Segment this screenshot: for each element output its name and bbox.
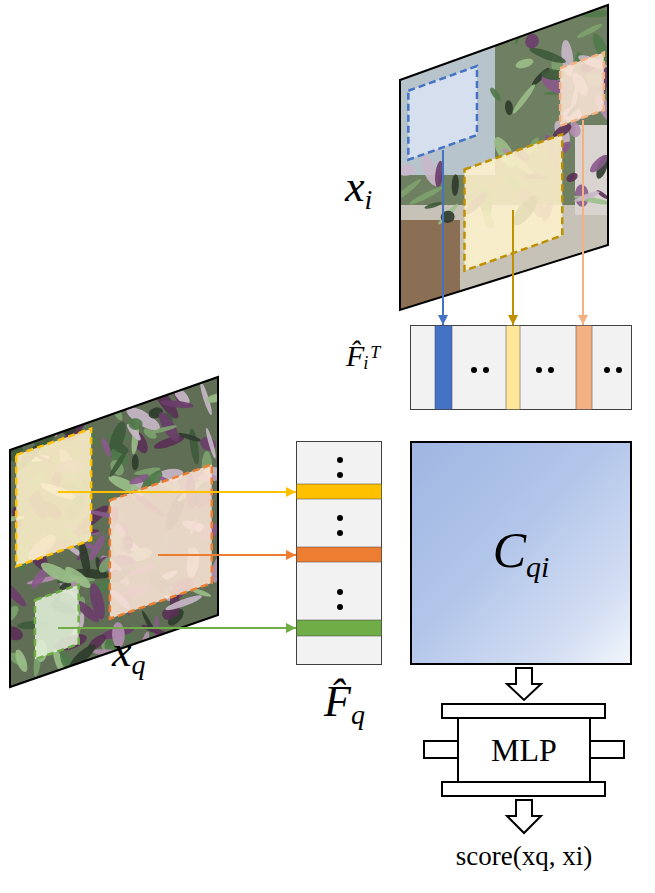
image-label: xi: [345, 165, 372, 214]
image-outline: [10, 377, 218, 687]
mlp-block: MLP: [423, 703, 625, 797]
block-label: MLP: [491, 734, 557, 766]
output-label: score(xq, xi): [456, 843, 592, 870]
ellipsis-dot: [337, 530, 343, 536]
image-patch: [408, 66, 477, 160]
image-panel: xi: [400, 5, 608, 310]
ellipsis-dot: [337, 515, 343, 521]
image-label: xq: [112, 630, 146, 679]
correlation-matrix: Cqi: [410, 441, 632, 665]
feature-arrow: [58, 491, 296, 493]
node-outline: [410, 325, 632, 410]
ellipsis-dot: [337, 604, 343, 610]
block-arrow: [507, 668, 541, 700]
feature-arrow: [158, 554, 296, 556]
feature-row: [297, 547, 382, 562]
feature-column: [576, 326, 592, 410]
node-outline: [400, 5, 608, 310]
ellipsis-dot: [471, 367, 477, 373]
feature-row: [297, 484, 382, 499]
feature-arrow: [582, 120, 584, 325]
ellipsis-dot: [483, 367, 489, 373]
feature-matrix: F̂ᵢᵀ: [410, 325, 632, 410]
ellipsis-dot: [536, 367, 542, 373]
photo: [0, 361, 226, 701]
ellipsis-dot: [604, 367, 610, 373]
image-patch: [16, 429, 91, 567]
feature-column: [435, 326, 452, 410]
matrix-label: Cqi: [493, 525, 550, 582]
ellipsis-dot: [337, 589, 343, 595]
ellipsis-dot: [548, 367, 554, 373]
image-patch: [464, 134, 562, 270]
photo: [391, 0, 622, 315]
block-arrow: [507, 800, 541, 833]
feature-arrow: [58, 627, 296, 629]
image-patch: [110, 465, 212, 619]
image-patch: [560, 53, 604, 126]
image-outline: [400, 5, 608, 310]
matrix-label: F̂q: [324, 680, 365, 729]
ellipsis-dot: [616, 367, 622, 373]
feature-arrow: [512, 210, 514, 325]
image-patch: [35, 585, 79, 660]
feature-row: [297, 620, 382, 636]
feature-column: [506, 326, 520, 410]
ellipsis-dot: [337, 472, 343, 478]
matrix-label: F̂ᵢᵀ: [346, 341, 381, 371]
node-outline: [296, 441, 382, 665]
feature-arrow: [442, 150, 444, 325]
ellipsis-dot: [337, 457, 343, 463]
feature-matrix: F̂q: [296, 441, 382, 665]
image-panel: xq: [10, 377, 218, 687]
